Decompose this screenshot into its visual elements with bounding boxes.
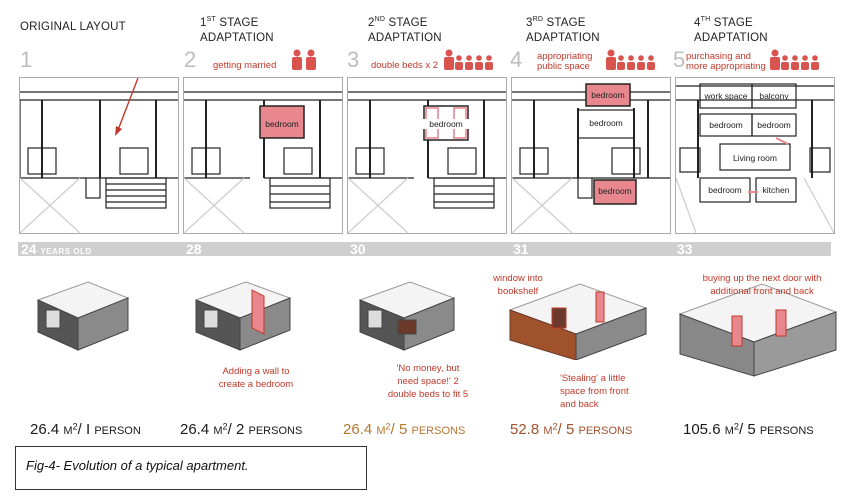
room-label-kitchen: kitchen xyxy=(762,185,790,195)
isometric-view-stage-3 xyxy=(508,283,648,360)
stage-number-3: 3 xyxy=(347,47,360,72)
isometric-view-stage-2 xyxy=(358,281,456,351)
floor-plan-original xyxy=(19,77,179,234)
isometric-view-original xyxy=(36,281,130,351)
age-label-4: 31 xyxy=(513,241,529,257)
person-icon-body xyxy=(617,62,625,70)
person-icons-5-stage4 xyxy=(770,49,819,70)
person-icon-head xyxy=(476,55,482,61)
person-icon-body xyxy=(627,62,635,70)
area-stage-1: 26.4 M2/ 2 PERSONS xyxy=(180,421,303,438)
person-icon-head xyxy=(445,49,453,57)
room-label-bedroom: bedroom xyxy=(422,119,470,129)
person-icon-body xyxy=(770,57,780,70)
header-original-layout: ORIGINAL LAYOUT xyxy=(20,21,126,33)
person-icon-head xyxy=(456,55,462,61)
person-icon-head xyxy=(618,55,624,61)
room-label-bedroom-bottom: bedroom xyxy=(708,185,742,195)
stage-number-4: 4 xyxy=(510,47,523,72)
person-icon-head xyxy=(802,55,808,61)
room-label-bedroom-bottom: bedroom xyxy=(598,186,632,196)
room-label-bedroom-left: bedroom xyxy=(709,120,743,130)
person-icon-head xyxy=(792,55,798,61)
header-stage-3: 3RD STAGE ADAPTATION xyxy=(526,16,600,44)
person-icons-2 xyxy=(292,49,316,70)
age-timeline-bar xyxy=(18,242,831,256)
age-label-1: 24 YEARS OLD xyxy=(21,241,92,257)
person-icon-body xyxy=(801,62,809,70)
person-icon-head xyxy=(486,55,492,61)
person-icon-body xyxy=(465,62,473,70)
person-icon-head xyxy=(293,49,301,57)
person-icon-body xyxy=(485,62,493,70)
room-label-bedroom: bedroom xyxy=(265,119,299,129)
stage-number-1: 1 xyxy=(20,47,33,72)
isometric-view-stage-4 xyxy=(678,283,838,377)
area-stage-3: 52.8 M2/ 5 PERSONS xyxy=(510,421,633,438)
figure-caption: Fig-4- Evolution of a typical apartment. xyxy=(26,458,249,473)
age-label-2: 28 xyxy=(186,241,202,257)
person-icon-body xyxy=(306,57,316,70)
person-icons-5-stage2 xyxy=(444,49,493,70)
floor-plan-stage-3: bedroom bedroom bedroom xyxy=(511,77,671,234)
person-icon-body xyxy=(637,62,645,70)
person-icon-body xyxy=(811,62,819,70)
person-icon-body xyxy=(647,62,655,70)
stage-label-getting-married: getting married xyxy=(213,60,277,71)
room-label-bedroom-right: bedroom xyxy=(757,120,791,130)
room-label-bedroom-middle: bedroom xyxy=(589,118,623,128)
person-icon-head xyxy=(638,55,644,61)
floor-plan-stage-4: work space balcony bedroom bedroom Livin… xyxy=(675,77,835,234)
area-stage-2: 26.4 M2/ 5 PERSONS xyxy=(343,421,466,438)
person-icon-head xyxy=(466,55,472,61)
floor-plan-stage-2: bedroom xyxy=(347,77,507,234)
person-icon-head xyxy=(648,55,654,61)
room-label-work-space: work space xyxy=(704,91,748,101)
age-label-3: 30 xyxy=(350,241,366,257)
person-icon-head xyxy=(782,55,788,61)
person-icon-body xyxy=(455,62,463,70)
room-label-balcony: balcony xyxy=(759,91,789,101)
stage-label-double-beds: double beds x 2 xyxy=(371,60,439,71)
person-icon-body xyxy=(444,57,454,70)
person-icon-head xyxy=(607,49,615,57)
person-icon-head xyxy=(771,49,779,57)
stage-number-2: 2 xyxy=(184,47,197,72)
person-icons-5-stage3 xyxy=(606,49,655,70)
person-icon-body xyxy=(292,57,302,70)
header-stage-2: 2ND STAGE ADAPTATION xyxy=(368,16,442,44)
stage-number-5: 5 xyxy=(673,47,686,72)
isometric-view-stage-1 xyxy=(194,281,292,351)
header-stage-1: 1ST STAGE ADAPTATION xyxy=(200,16,274,44)
person-icon-body xyxy=(475,62,483,70)
figure-caption-box: Fig-4- Evolution of a typical apartment. xyxy=(15,446,367,490)
person-icon-head xyxy=(307,49,315,57)
person-icon-body xyxy=(606,57,616,70)
room-label-bedroom-top: bedroom xyxy=(591,90,625,100)
person-icon-body xyxy=(781,62,789,70)
person-icon-head xyxy=(628,55,634,61)
area-stage-4: 105.6 M2/ 5 PERSONS xyxy=(683,421,814,438)
person-icon-head xyxy=(812,55,818,61)
floor-plan-stage-1: bedroom xyxy=(183,77,343,234)
header-stage-4: 4TH STAGE ADAPTATION xyxy=(694,16,768,44)
area-original: 26.4 M2/ I PERSON xyxy=(30,421,141,438)
room-label-living-room: Living room xyxy=(733,153,777,163)
person-icon-body xyxy=(791,62,799,70)
age-label-5: 33 xyxy=(677,241,693,257)
